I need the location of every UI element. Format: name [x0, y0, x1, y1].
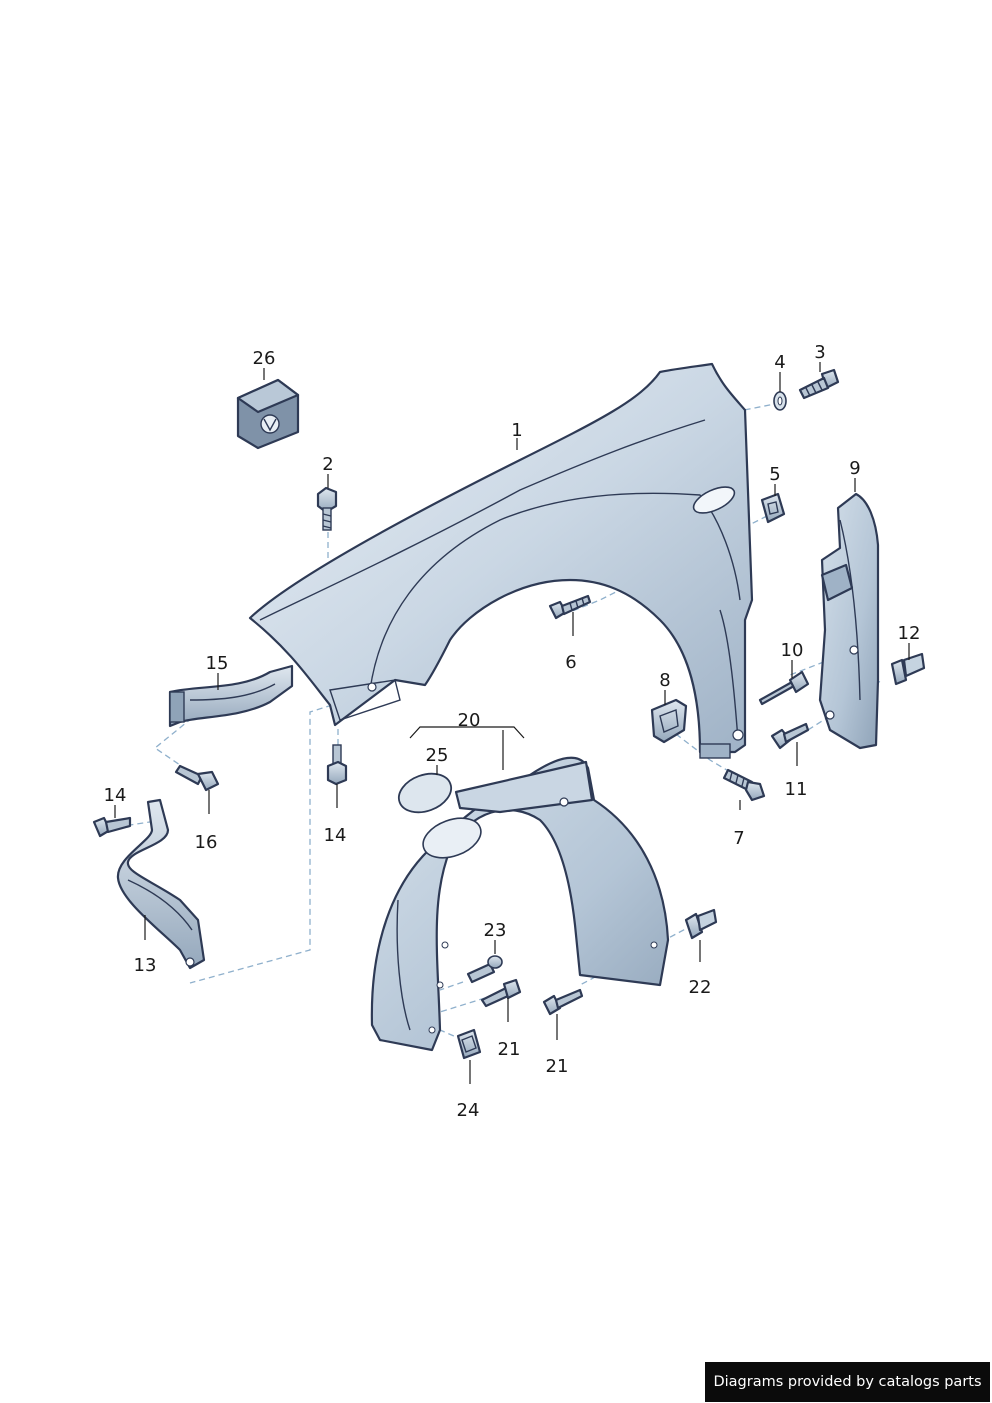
label-part-7: 7 [733, 828, 744, 849]
bolt-14-center [326, 744, 348, 786]
label-part-15: 15 [206, 653, 229, 674]
attribution-footer: Diagrams provided by catalogs parts [705, 1362, 990, 1402]
label-part-24: 24 [457, 1100, 480, 1121]
label-part-23: 23 [484, 920, 507, 941]
washer-4 [773, 391, 787, 411]
clip-nut-5 [760, 492, 786, 524]
expanding-clip-12 [890, 652, 926, 686]
bracket-clip-8 [650, 698, 688, 744]
front-fender [248, 362, 754, 759]
screw-3 [798, 368, 840, 400]
label-part-16: 16 [195, 832, 218, 853]
strap-bracket-13 [116, 798, 206, 970]
label-part-1: 1 [511, 420, 522, 441]
label-part-2: 2 [322, 454, 333, 475]
label-part-26: 26 [253, 348, 276, 369]
bolt-16 [174, 764, 220, 792]
label-part-13: 13 [134, 955, 157, 976]
wheel-housing-liner-20 [370, 756, 670, 1052]
label-part-14-left: 14 [104, 785, 127, 806]
screw-6 [548, 594, 592, 620]
label-part-11: 11 [785, 779, 808, 800]
bracket-panel-9 [818, 492, 880, 750]
label-part-21-left: 21 [498, 1039, 521, 1060]
clip-23 [466, 955, 503, 984]
label-part-20: 20 [458, 710, 481, 731]
label-part-3: 3 [814, 342, 825, 363]
label-part-4: 4 [774, 352, 785, 373]
label-part-21-right: 21 [546, 1056, 569, 1077]
rivet-10 [758, 670, 810, 706]
label-part-9: 9 [849, 458, 860, 479]
expanding-clip-22 [684, 908, 718, 940]
plug-cover-25 [397, 772, 453, 814]
label-part-6: 6 [565, 652, 576, 673]
screw-21-left [480, 978, 522, 1008]
clip-nut-24 [456, 1028, 482, 1060]
bolt-2 [316, 486, 338, 531]
bracket-15 [168, 664, 294, 728]
part-labels: 1 2 3 4 5 6 7 8 9 10 11 12 13 14 14 15 1… [104, 342, 921, 1121]
screw-7 [722, 768, 766, 802]
leader-lines [114, 362, 910, 1084]
label-part-8: 8 [659, 670, 670, 691]
label-part-14-center: 14 [324, 825, 347, 846]
label-part-22: 22 [689, 977, 712, 998]
attribution-text: Diagrams provided by catalogs parts [713, 1374, 982, 1390]
emblem-badge [236, 378, 300, 450]
screw-21-right [542, 988, 584, 1016]
label-part-12: 12 [898, 623, 921, 644]
label-part-5: 5 [769, 464, 780, 485]
screw-11 [770, 722, 810, 750]
label-part-10: 10 [781, 640, 804, 661]
bolt-14-left [92, 816, 132, 838]
label-part-25: 25 [426, 745, 449, 766]
